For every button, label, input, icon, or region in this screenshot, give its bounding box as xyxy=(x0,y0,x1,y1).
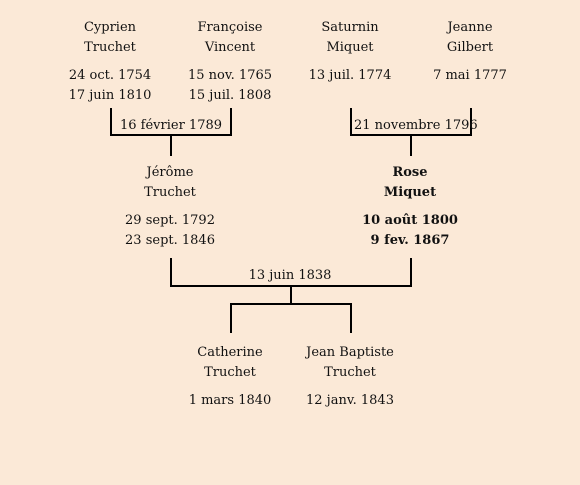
person-last-name: Truchet xyxy=(84,40,136,55)
connector-line xyxy=(350,108,352,136)
connector-line xyxy=(170,134,172,156)
person-last-name: Vincent xyxy=(204,40,256,55)
person-death-date: 9 fev. 1867 xyxy=(370,233,450,248)
person-last-name: Gilbert xyxy=(446,40,494,55)
person-last-name: Truchet xyxy=(324,365,376,380)
connector-line xyxy=(470,108,472,136)
person-first-name: Rose xyxy=(392,165,428,180)
person-first-name: Cyprien xyxy=(83,20,137,35)
connector-line xyxy=(230,303,232,333)
connector-line xyxy=(230,108,232,136)
person-death-date: 15 juil. 1808 xyxy=(188,88,272,103)
person-birth-date: 24 oct. 1754 xyxy=(68,68,152,83)
connector-line xyxy=(410,134,412,156)
person-jeanne-gilbert: Jeanne Gilbert 7 mai 1777 xyxy=(400,18,540,86)
marriage-date-label: 16 février 1789 xyxy=(118,118,224,134)
person-birth-date: 13 juil. 1774 xyxy=(308,68,392,83)
person-first-name: Françoise xyxy=(197,20,263,35)
person-death-date: 23 sept. 1846 xyxy=(125,233,215,248)
person-francoise-vincent: Françoise Vincent 15 nov. 1765 15 juil. … xyxy=(160,18,300,106)
person-rose-miquet: Rose Miquet 10 août 1800 9 fev. 1867 xyxy=(340,163,480,251)
person-jean-baptiste-truchet: Jean Baptiste Truchet 12 janv. 1843 xyxy=(280,343,420,411)
person-death-date: 17 juin 1810 xyxy=(68,88,152,103)
connector-line xyxy=(170,258,172,287)
marriage-date-label: 21 novembre 1796 xyxy=(354,118,478,134)
person-last-name: Truchet xyxy=(144,185,196,200)
person-last-name: Miquet xyxy=(383,185,437,200)
person-first-name: Jérôme xyxy=(146,165,194,180)
person-cyprien-truchet: Cyprien Truchet 24 oct. 1754 17 juin 181… xyxy=(40,18,180,106)
person-first-name: Jean Baptiste xyxy=(306,345,394,360)
person-first-name: Jeanne xyxy=(447,20,493,35)
person-last-name: Truchet xyxy=(204,365,256,380)
person-birth-date: 29 sept. 1792 xyxy=(125,213,215,228)
person-jerome-truchet: Jérôme Truchet 29 sept. 1792 23 sept. 18… xyxy=(100,163,240,251)
person-birth-date: 12 janv. 1843 xyxy=(306,393,394,408)
connector-line xyxy=(230,303,352,305)
person-birth-date: 7 mai 1777 xyxy=(433,68,507,83)
person-birth-date: 15 nov. 1765 xyxy=(187,68,273,83)
connector-line xyxy=(350,303,352,333)
marriage-date-label: 13 juin 1838 xyxy=(246,268,334,284)
person-birth-date: 1 mars 1840 xyxy=(188,393,272,408)
connector-line xyxy=(110,108,112,136)
person-first-name: Catherine xyxy=(197,345,263,360)
person-first-name: Saturnin xyxy=(321,20,379,35)
person-catherine-truchet: Catherine Truchet 1 mars 1840 xyxy=(160,343,300,411)
person-saturnin-miquet: Saturnin Miquet 13 juil. 1774 xyxy=(280,18,420,86)
person-birth-date: 10 août 1800 xyxy=(362,213,458,228)
connector-line xyxy=(410,258,412,287)
person-last-name: Miquet xyxy=(326,40,374,55)
connector-line xyxy=(290,285,292,305)
